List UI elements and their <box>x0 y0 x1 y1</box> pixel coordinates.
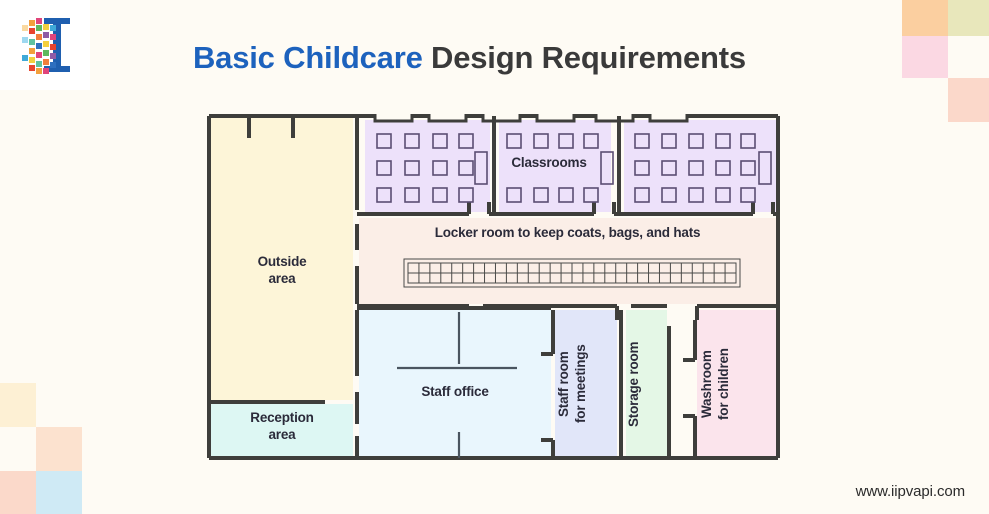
website-url: www.iipvapi.com <box>855 483 965 500</box>
classroom-left-cabinet <box>474 151 488 185</box>
room-outside-area <box>211 118 353 400</box>
window-markers <box>373 114 689 123</box>
logo-pixels <box>22 18 56 74</box>
brand-logo <box>0 0 90 90</box>
deco-top-right-pink <box>902 36 948 78</box>
page-title: Basic Childcare Design Requirements <box>193 40 746 76</box>
classroom-left-desks <box>376 133 488 203</box>
room-staff-office <box>359 310 551 456</box>
classroom-right-cabinet <box>758 151 772 185</box>
staff-office-partitions <box>397 312 517 458</box>
locker-bank <box>403 258 741 288</box>
floor-plan: .w { stroke:#3E3E3B; stroke-width:4; fil… <box>207 114 780 460</box>
room-classroom-middle <box>499 120 611 212</box>
title-accent: Basic Childcare <box>193 40 423 75</box>
classroom-middle-desks <box>506 133 614 203</box>
room-storage <box>626 310 667 456</box>
internal-walls <box>209 116 778 458</box>
classroom-right-desks <box>634 133 772 203</box>
room-classroom-left <box>365 120 490 212</box>
title-rest: Design Requirements <box>422 40 746 75</box>
deco-bottom-left-cream <box>0 383 36 427</box>
deco-bottom-left-peach <box>36 427 82 471</box>
room-washroom <box>697 310 776 456</box>
deco-top-right-orange <box>902 0 948 36</box>
outer-walls <box>207 114 780 460</box>
deco-bottom-left-blue <box>36 471 82 514</box>
room-staff-meetings <box>555 310 617 456</box>
room-locker <box>359 218 776 304</box>
floor-plan-svg: .w { stroke:#3E3E3B; stroke-width:4; fil… <box>207 114 780 460</box>
room-reception-area <box>211 404 353 456</box>
deco-top-right-salmon <box>948 78 989 122</box>
entrance-door <box>247 114 295 138</box>
deco-bottom-left-rose <box>0 471 36 514</box>
logo-mark <box>22 18 70 74</box>
deco-top-right-olive <box>948 0 989 36</box>
classroom-middle-cabinet <box>600 151 614 185</box>
